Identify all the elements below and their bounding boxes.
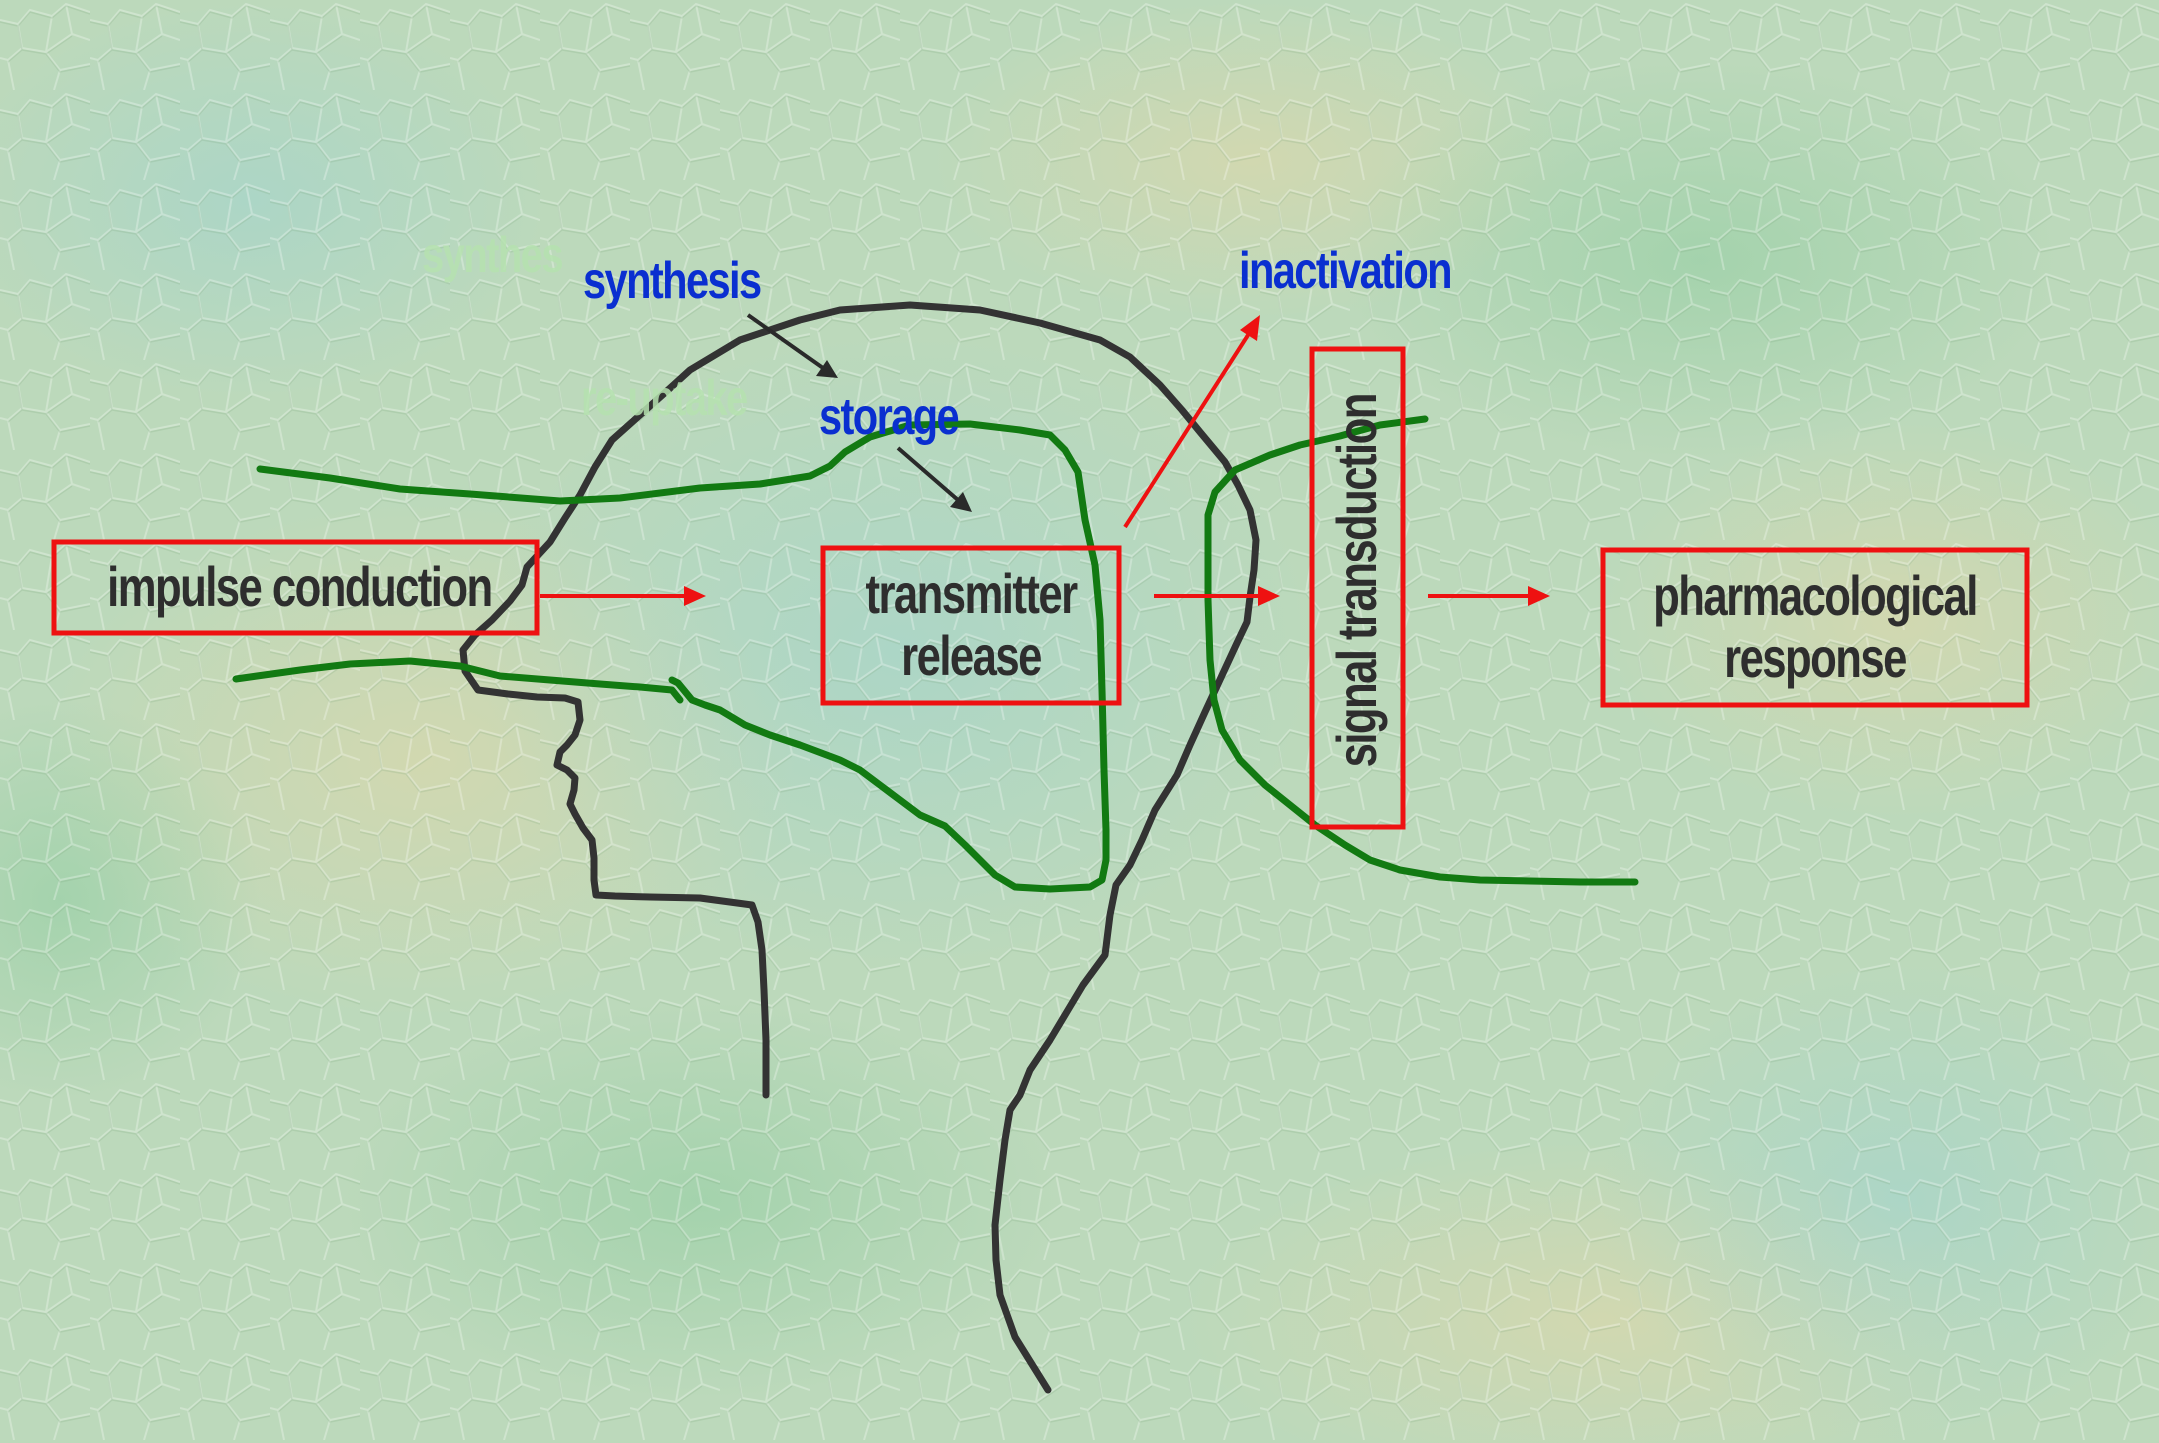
transmitter-release-line1: transmitter bbox=[856, 563, 1087, 625]
pharmacological-response-line2: response bbox=[1650, 627, 1981, 689]
synthesis-label: synthesis bbox=[583, 253, 767, 309]
transmitter-release-text: transmitter release bbox=[856, 563, 1087, 687]
storage-label: storage bbox=[819, 389, 971, 445]
pharmacological-response-text: pharmacological response bbox=[1650, 565, 1981, 689]
signal-transduction-text: signal transduction bbox=[1327, 409, 1387, 768]
pharmacological-response-line1: pharmacological bbox=[1650, 565, 1981, 627]
faded-reuptake-label: re-uptake bbox=[581, 371, 789, 425]
transmitter-release-line2: release bbox=[856, 625, 1087, 687]
inactivation-label: inactivation bbox=[1239, 243, 1471, 299]
faded-synthesis-label: synthes bbox=[422, 228, 582, 282]
impulse-conduction-text: impulse conduction bbox=[107, 556, 484, 618]
